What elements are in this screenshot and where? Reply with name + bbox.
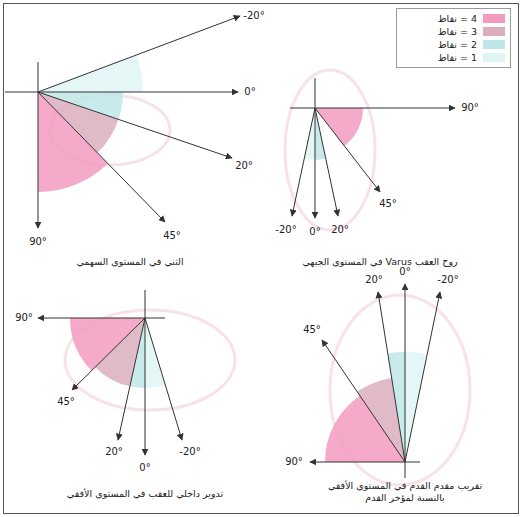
panel-caption: الثني في المستوى السهمي	[15, 256, 245, 268]
angle-label: 20°	[365, 274, 383, 286]
legend-row: 2 = نقاط	[402, 38, 505, 51]
angle-label: 45°	[163, 230, 181, 242]
legend-text: 3 = نقاط	[438, 26, 477, 37]
foot-watermarks	[50, 70, 470, 485]
angle-label: -20°	[243, 10, 264, 22]
angle-label: 90°	[15, 312, 33, 324]
legend-swatch	[483, 14, 505, 23]
angle-ray	[378, 292, 405, 462]
panel-caption: تدوير داخلي للعقب في المستوى الأفقي	[30, 488, 260, 500]
score-sector	[38, 92, 108, 192]
angle-label: 90°	[29, 236, 47, 248]
angle-ray	[405, 292, 440, 462]
legend-swatch	[483, 40, 505, 49]
angle-label: 0°	[309, 226, 320, 238]
angle-ray	[38, 92, 165, 222]
panel-caption: روح العقب Varus في المستوى الجبهي	[265, 256, 495, 268]
angle-ray	[38, 318, 165, 319]
angle-label: 90°	[461, 102, 479, 114]
angle-ray	[310, 462, 420, 463]
angle-ray	[38, 92, 232, 158]
angle-label: 0°	[244, 86, 255, 98]
angle-ray	[315, 78, 316, 218]
angle-ray	[38, 62, 39, 228]
angle-ray	[145, 318, 182, 440]
angle-ray	[315, 108, 380, 192]
angle-ray	[315, 108, 338, 216]
angle-label: 20°	[105, 446, 123, 458]
legend-text: 2 = نقاط	[438, 39, 477, 50]
panel-caption: تقريب مقدم القدم في المستوى الأفقي بالنس…	[315, 480, 495, 504]
angle-ray	[292, 108, 315, 216]
angle-ray	[322, 340, 405, 462]
angle-ray	[118, 318, 145, 440]
angle-label: 0°	[139, 462, 150, 474]
legend: 4 = نقاط 3 = نقاط 2 = نقاط 1 = نقاط	[396, 8, 511, 68]
angle-label: 0°	[399, 266, 410, 278]
legend-row: 3 = نقاط	[402, 25, 505, 38]
legend-row: 1 = نقاط	[402, 51, 505, 64]
angle-ray	[405, 284, 406, 478]
angle-ray	[72, 318, 145, 390]
legend-swatch	[483, 53, 505, 62]
angle-ray	[38, 16, 240, 92]
angle-label: -20°	[179, 446, 200, 458]
legend-row: 4 = نقاط	[402, 12, 505, 25]
angle-label: 20°	[331, 224, 349, 236]
angle-label: 45°	[303, 324, 321, 336]
foot-outline	[65, 310, 235, 410]
legend-swatch	[483, 27, 505, 36]
legend-text: 4 = نقاط	[438, 13, 477, 24]
frame	[4, 4, 519, 514]
angle-label: -20°	[437, 274, 458, 286]
angle-label: 45°	[379, 198, 397, 210]
legend-text: 1 = نقاط	[438, 52, 477, 63]
angle-label: 90°	[285, 456, 303, 468]
angle-ray	[145, 290, 146, 455]
foot-outline	[285, 70, 375, 230]
angle-label: 45°	[57, 396, 75, 408]
angle-label: 20°	[235, 160, 253, 172]
angle-label: -20°	[275, 224, 296, 236]
